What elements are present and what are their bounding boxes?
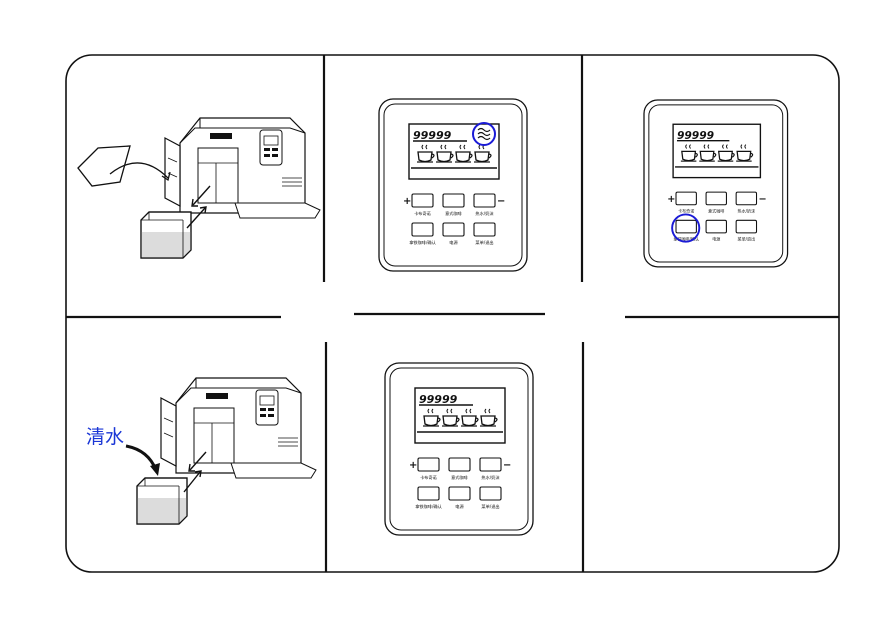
menu-exit-label: 菜单/退出 <box>481 503 499 510</box>
step-fill-clean-water: 清水 <box>86 377 317 525</box>
panel-frame-inner <box>389 367 529 531</box>
menu-exit-label: 菜单/退出 <box>475 239 493 246</box>
cappuccino-label: 卡布奇诺 <box>414 210 431 217</box>
plus-label: + <box>403 196 411 207</box>
hot-water-milk-label: 热水/奶沫 <box>738 208 756 214</box>
water-tank-illustration <box>136 477 188 525</box>
cappuccino-button[interactable] <box>417 457 440 472</box>
americano-confirm-button[interactable] <box>411 222 434 237</box>
cappuccino-button[interactable] <box>411 193 434 208</box>
hot-water-milk-button[interactable] <box>735 191 758 206</box>
menu-exit-button[interactable] <box>735 219 758 234</box>
menu-exit-button[interactable] <box>473 222 496 237</box>
panel-frame-inner <box>383 103 523 267</box>
lcd-counter: 99999 <box>677 129 714 142</box>
coffee-machine-illustration <box>164 117 321 219</box>
lcd-counter: 99999 <box>419 393 458 406</box>
espresso-button[interactable] <box>442 193 465 208</box>
cappuccino-button[interactable] <box>675 191 697 206</box>
pour-arrow-icon <box>109 162 169 179</box>
clean-water-label: 清水 <box>86 426 124 448</box>
menu-exit-label: 菜单/退出 <box>738 236 756 242</box>
hot-water-milk-button[interactable] <box>473 193 496 208</box>
step-refill-tank <box>77 117 321 259</box>
water-tank-illustration <box>140 211 192 259</box>
minus-label: − <box>503 460 511 471</box>
cappuccino-label: 卡布奇诺 <box>420 474 437 481</box>
outer-frame <box>65 54 840 573</box>
menu-exit-button[interactable] <box>479 486 502 501</box>
water-jug-icon <box>77 145 131 187</box>
minus-label: − <box>758 194 766 205</box>
americano-confirm-label: 拿铁咖啡/确认 <box>415 503 442 510</box>
steam-wave-icon <box>477 127 491 141</box>
power-label: 电源 <box>455 503 464 510</box>
power-label: 电源 <box>449 239 458 246</box>
minus-label: − <box>497 196 505 207</box>
espresso-button[interactable] <box>705 191 727 206</box>
panel-frame-inner <box>648 104 784 263</box>
power-button[interactable] <box>705 219 727 234</box>
highlight-circle <box>671 213 701 243</box>
hot-water-milk-button[interactable] <box>479 457 502 472</box>
highlight-circle <box>472 122 496 146</box>
espresso-label: 意式咖啡 <box>708 208 724 214</box>
plus-label: + <box>667 194 675 205</box>
espresso-label: 意式咖啡 <box>451 474 469 481</box>
americano-confirm-button[interactable] <box>417 486 440 501</box>
power-button[interactable] <box>448 486 471 501</box>
lcd-counter: 99999 <box>413 129 452 142</box>
americano-confirm-label: 拿铁咖啡/确认 <box>409 239 436 246</box>
power-button[interactable] <box>442 222 465 237</box>
americano-confirm-button[interactable] <box>675 219 697 234</box>
coffee-machine-illustration <box>160 377 317 479</box>
cappuccino-label: 卡布奇诺 <box>678 208 694 214</box>
hot-water-milk-label: 热水/奶沫 <box>481 474 500 481</box>
americano-confirm-label: 拿铁咖啡/确认 <box>673 236 699 242</box>
power-label: 电源 <box>712 236 720 242</box>
espresso-button[interactable] <box>448 457 471 472</box>
espresso-label: 意式咖啡 <box>445 210 463 217</box>
plus-label: + <box>409 460 417 471</box>
hot-water-milk-label: 热水/奶沫 <box>475 210 494 217</box>
control-panels: 99999卡布奇诺意式咖啡热水/奶沫拿铁咖啡/确认电源菜单/退出+−99999卡… <box>378 98 789 536</box>
